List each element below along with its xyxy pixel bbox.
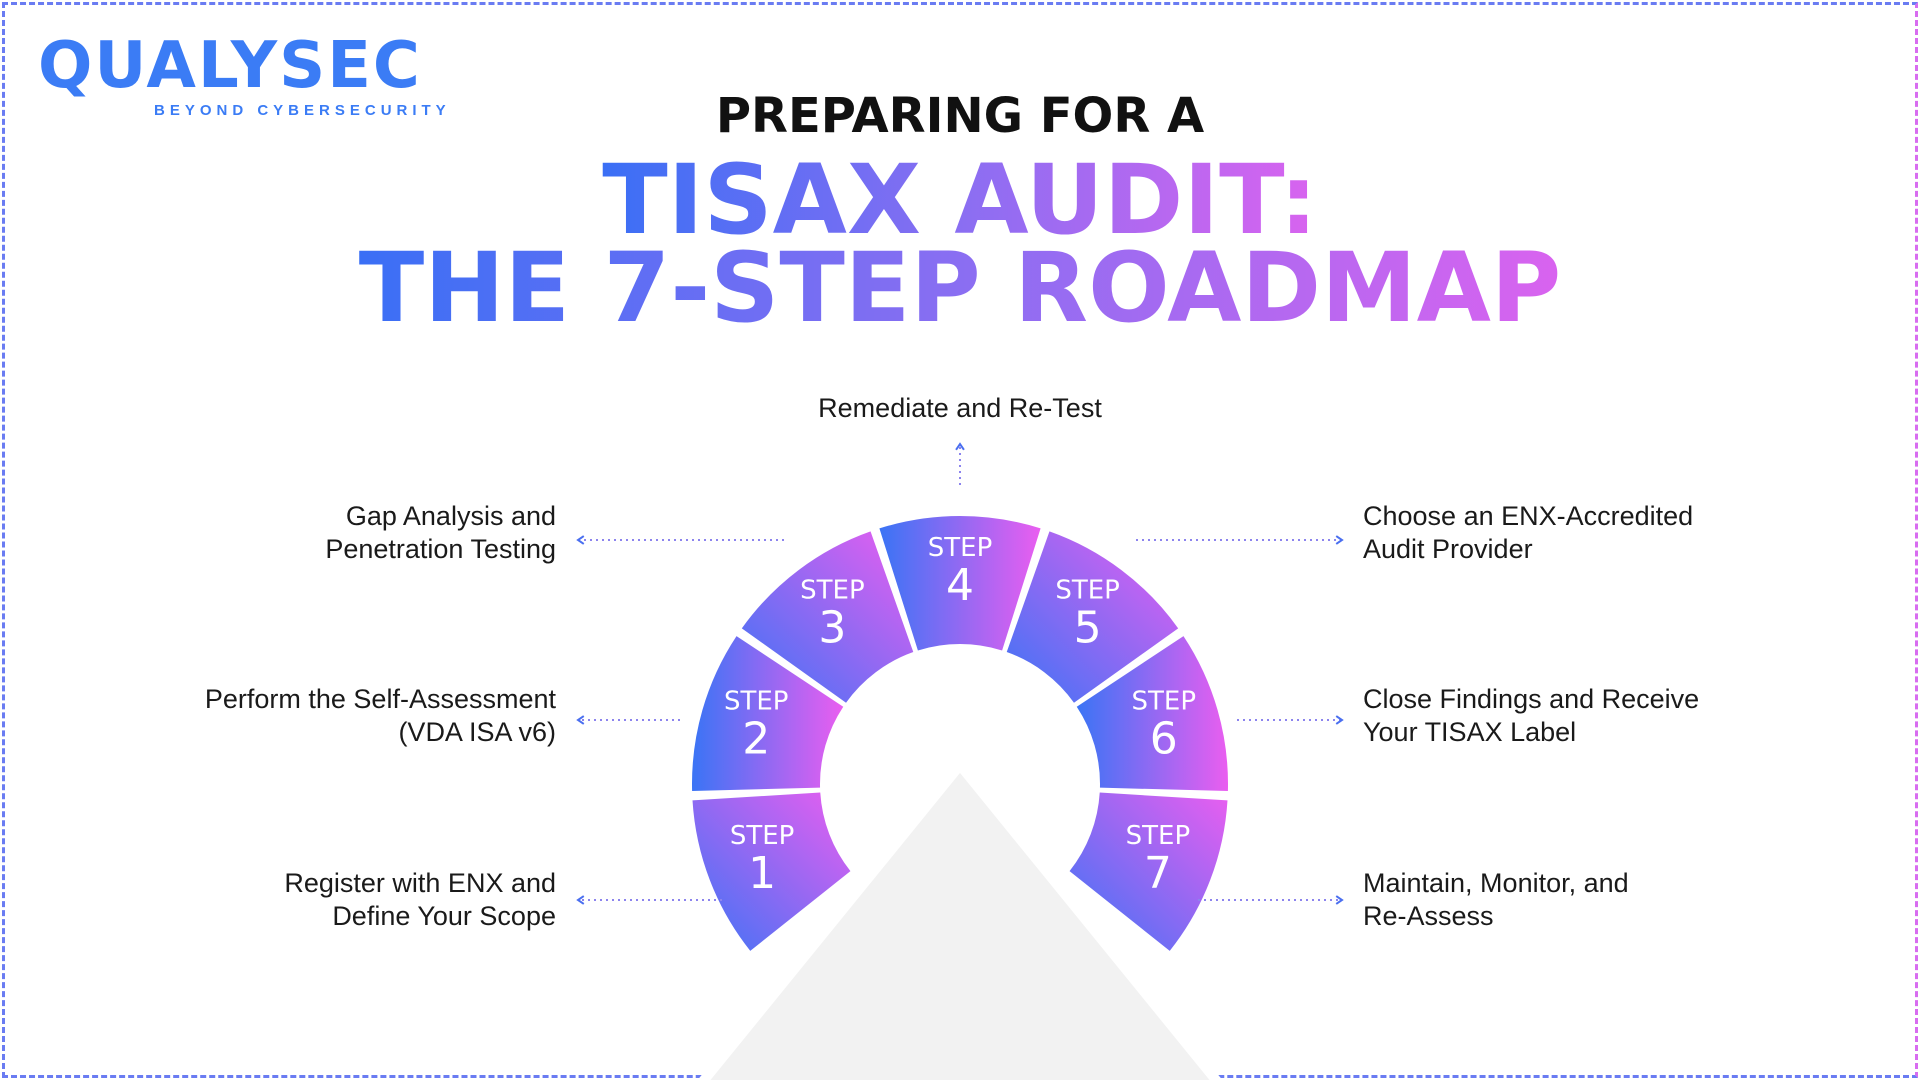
step-2-label-line1: Perform the Self-Assessment <box>204 684 556 714</box>
step-7-num: 7 <box>1144 848 1172 899</box>
arrowhead-icon <box>576 535 585 545</box>
step-4-word: STEP <box>928 533 993 563</box>
gray-triangle <box>697 757 1223 1080</box>
step-7-label-line1: Maintain, Monitor, and <box>1363 868 1629 898</box>
step-3-shape <box>741 531 914 703</box>
step-7-word: STEP <box>1126 821 1191 851</box>
step-2-num: 2 <box>742 714 770 765</box>
arrowhead-icon <box>1335 535 1344 545</box>
step-5-shape <box>1006 531 1179 703</box>
step-5-word: STEP <box>1055 576 1120 606</box>
step-1-label-line1: Register with ENX and <box>284 868 556 898</box>
arrowhead-icon <box>576 895 585 905</box>
step-3-word: STEP <box>800 576 865 606</box>
step-4-shape <box>879 516 1041 651</box>
logo-wordmark: QUALYSEC <box>38 29 422 103</box>
logo-tagline: BEYOND CYBERSECURITY <box>154 102 451 119</box>
step-6-word: STEP <box>1132 687 1197 717</box>
step-2-word: STEP <box>724 687 789 717</box>
title-line-3-text: THE 7-STEP ROADMAP <box>358 232 1562 344</box>
step-5-label-line1: Choose an ENX-Accredited <box>1363 501 1694 531</box>
step-1-label-line2: Define Your Scope <box>332 901 556 931</box>
arrowhead-icon <box>576 715 585 725</box>
arrowhead-icon <box>1335 715 1344 725</box>
step-1-shape <box>692 792 851 951</box>
arrowhead-icon <box>1335 895 1344 905</box>
step-6-label-line1: Close Findings and Receive <box>1363 684 1700 714</box>
step-1-num: 1 <box>748 848 776 899</box>
step-5-num: 5 <box>1074 603 1102 654</box>
step-2-label: Perform the Self-Assessment(VDA ISA v6) <box>205 683 556 749</box>
step-6-shape <box>1076 636 1228 792</box>
step-4-num: 4 <box>946 560 974 611</box>
arrowhead-icon <box>955 442 965 451</box>
title-line-2-text: TISAX AUDIT: <box>602 144 1318 256</box>
step-3-label-line2: Penetration Testing <box>325 534 556 564</box>
step-7-shape <box>1069 792 1228 951</box>
step-5-label-line2: Audit Provider <box>1363 534 1533 564</box>
step-3-label-line1: Gap Analysis and <box>345 501 556 531</box>
step-2-shape <box>692 636 844 792</box>
step-1-word: STEP <box>730 821 795 851</box>
step-3-num: 3 <box>818 603 846 654</box>
step-2-label-line2: (VDA ISA v6) <box>398 717 556 747</box>
title-line-1: PREPARING FOR A <box>715 88 1205 144</box>
qualysec-logo: QUALYSEC BEYOND CYBERSECURITY <box>38 34 451 119</box>
step-7-label-line2: Re-Assess <box>1363 901 1494 931</box>
step-6-num: 6 <box>1150 714 1178 765</box>
step-6-label-line2: Your TISAX Label <box>1363 717 1577 747</box>
title-line-2: TISAX AUDIT: <box>0 152 1920 248</box>
step-4-label: Remediate and Re-Test <box>818 393 1102 423</box>
title-line-3: THE 7-STEP ROADMAP <box>0 240 1920 336</box>
